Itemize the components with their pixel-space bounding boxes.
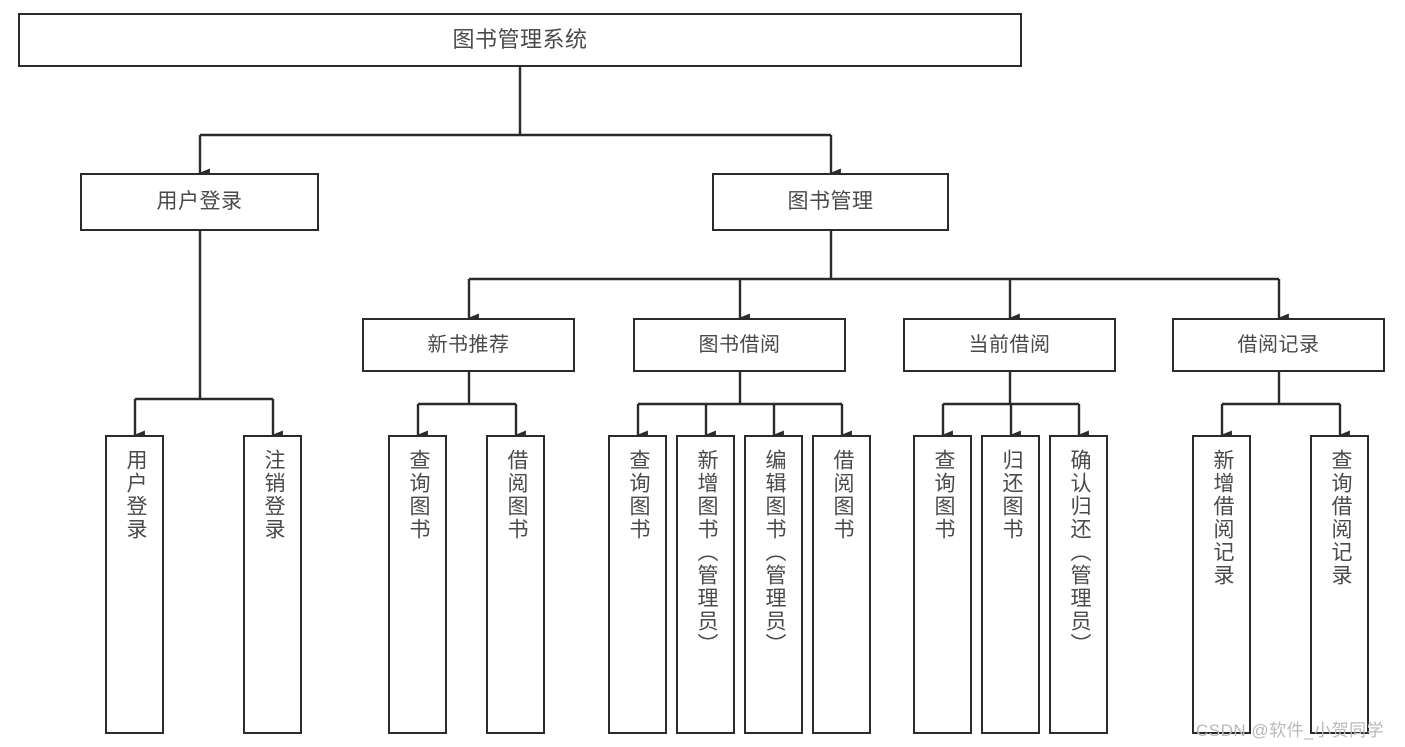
node-root[interactable]: 图书管理系统 [18, 13, 1022, 67]
node-label: 图书管理 [787, 190, 874, 214]
node-label: 用户登录 [156, 190, 243, 214]
node-label: 图书借阅 [698, 333, 781, 356]
node-current[interactable]: 当前借阅 [903, 318, 1116, 372]
node-label: 用户登录 [123, 449, 147, 541]
node-label: 当前借阅 [968, 333, 1051, 356]
node-label: 查询图书 [626, 449, 650, 541]
node-label: 借阅图书 [504, 449, 528, 541]
node-label: 新增图书（管理员） [694, 449, 718, 656]
node-label: 查询借阅记录 [1328, 449, 1352, 587]
node-leaf-nb-borrow[interactable]: 借阅图书 [486, 435, 545, 734]
node-label: 查询图书 [406, 449, 430, 541]
node-label: 新书推荐 [427, 333, 510, 356]
node-label: 借阅记录 [1237, 333, 1320, 356]
node-leaf-re-add[interactable]: 新增借阅记录 [1192, 435, 1251, 734]
node-label: 图书管理系统 [452, 26, 588, 52]
node-borrow[interactable]: 图书借阅 [633, 318, 846, 372]
node-bookmgmt[interactable]: 图书管理 [712, 173, 949, 231]
node-leaf-bo-lend[interactable]: 借阅图书 [812, 435, 871, 734]
node-label: 编辑图书（管理员） [762, 449, 786, 656]
node-leaf-cu-query[interactable]: 查询图书 [913, 435, 972, 734]
node-leaf-cu-conf[interactable]: 确认归还（管理员） [1049, 435, 1108, 734]
node-leaf-bo-add[interactable]: 新增图书（管理员） [676, 435, 735, 734]
node-leaf-nb-query[interactable]: 查询图书 [388, 435, 447, 734]
node-login[interactable]: 用户登录 [80, 173, 319, 231]
node-label: 确认归还（管理员） [1067, 449, 1091, 656]
node-records[interactable]: 借阅记录 [1172, 318, 1385, 372]
node-leaf-bo-edit[interactable]: 编辑图书（管理员） [744, 435, 803, 734]
node-label: 归还图书 [999, 449, 1023, 541]
node-newbook[interactable]: 新书推荐 [362, 318, 575, 372]
node-label: 注销登录 [261, 449, 285, 541]
node-leaf-cu-return[interactable]: 归还图书 [981, 435, 1040, 734]
node-leaf-re-query[interactable]: 查询借阅记录 [1310, 435, 1369, 734]
node-label: 查询图书 [931, 449, 955, 541]
watermark: CSDN @软件_小贺同学 [1196, 721, 1385, 740]
node-leaf-login[interactable]: 用户登录 [105, 435, 164, 734]
node-leaf-bo-query[interactable]: 查询图书 [608, 435, 667, 734]
node-leaf-logout[interactable]: 注销登录 [243, 435, 302, 734]
node-label: 借阅图书 [830, 449, 854, 541]
node-label: 新增借阅记录 [1210, 449, 1234, 587]
